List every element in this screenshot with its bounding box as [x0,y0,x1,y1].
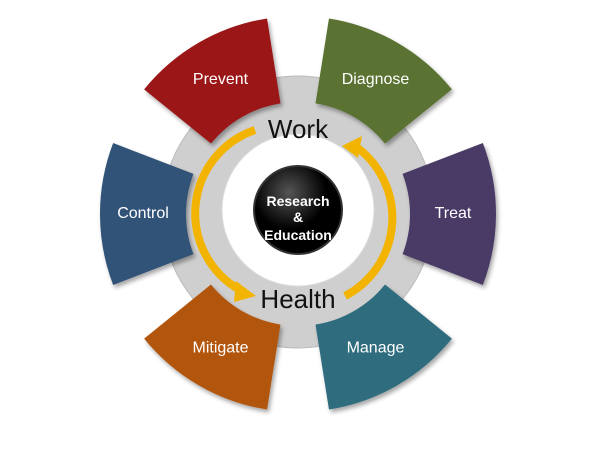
segment-treat [402,143,497,285]
research-education-hub [253,165,343,255]
segment-control [99,143,194,285]
segment-label-manage: Manage [347,339,405,356]
segment-label-control: Control [117,205,169,222]
segment-label-treat: Treat [435,205,472,222]
segment-manage [315,284,452,410]
segment-label-diagnose: Diagnose [342,71,410,88]
segment-mitigate [144,284,281,410]
segment-label-prevent: Prevent [193,71,249,88]
hub-line-education: Education [264,227,332,243]
hub-line-ampersand: & [293,209,303,225]
hub-line-research: Research [266,193,329,209]
cycle-arrow-left [191,126,257,294]
health-label: Health [260,284,335,314]
segment-diagnose [315,18,452,144]
arrow-head-left [234,281,256,302]
segment-prevent [144,18,281,144]
work-label: Work [268,114,329,144]
segment-label-mitigate: Mitigate [192,339,248,356]
arrow-head-right [342,136,362,158]
cycle-arrow-right [343,142,397,300]
